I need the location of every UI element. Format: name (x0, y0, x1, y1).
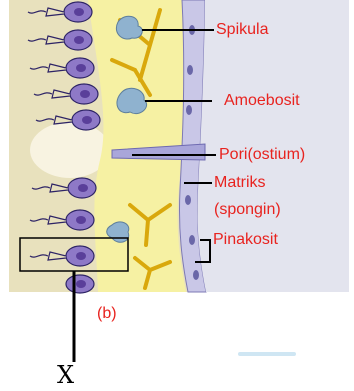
scan-smudge (238, 352, 296, 356)
pinakosit-label: Pinakosit (213, 231, 278, 249)
x-marker-label: X (57, 362, 74, 388)
matriks-label: Matriks (214, 174, 266, 192)
pori-label: Pori(ostium) (219, 146, 305, 164)
amoebosit-label: Amoebosit (224, 92, 300, 110)
choanocyte-cell-icon (66, 275, 94, 293)
spikula-label: Spikula (216, 21, 268, 39)
spongin-label: (spongin) (214, 201, 281, 219)
panel-label: (b) (97, 305, 117, 323)
